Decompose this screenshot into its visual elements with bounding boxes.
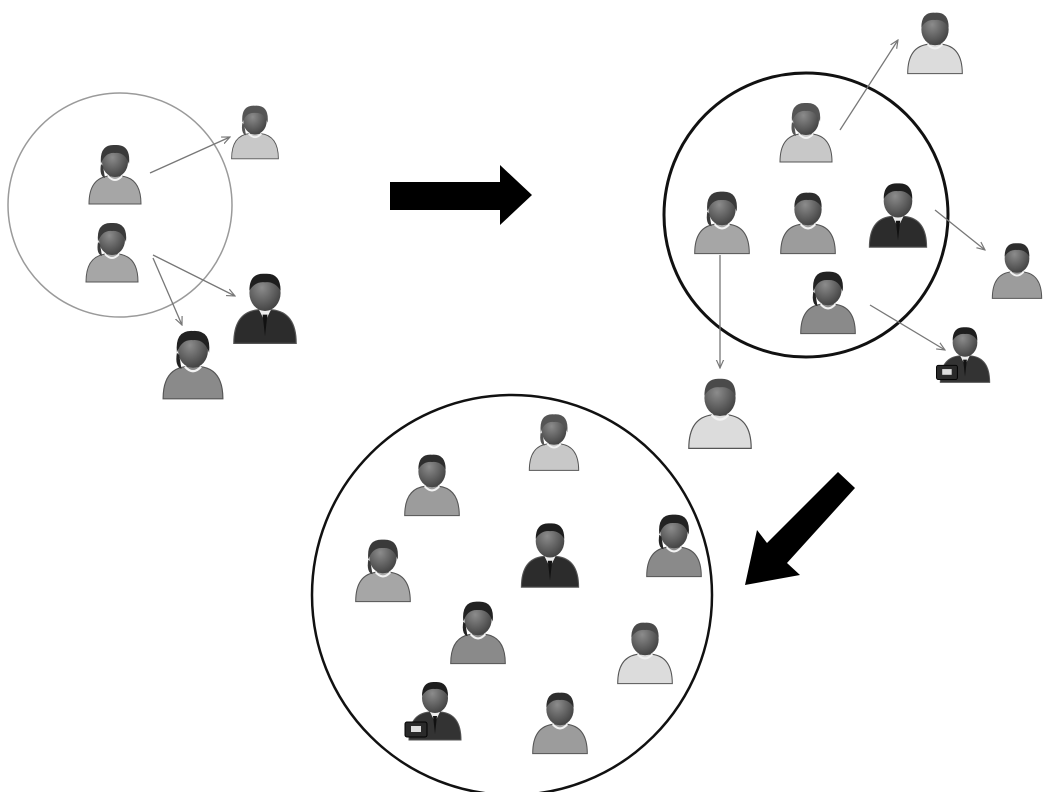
right-arrow: [390, 165, 532, 225]
people: [85, 12, 1043, 755]
person-icon: [233, 273, 297, 345]
connector-arrow: [839, 40, 898, 131]
person-icon: [907, 12, 963, 75]
person-icon: [528, 414, 580, 471]
person-icon: [404, 454, 460, 517]
person-icon: [868, 183, 928, 248]
person-icon: [162, 330, 224, 400]
person-icon: [800, 271, 856, 335]
person-icon: [404, 681, 462, 741]
person-icon: [779, 102, 833, 163]
down-left-arrow: [745, 472, 855, 585]
person-icon: [355, 539, 411, 603]
person-icon: [85, 222, 139, 283]
initial-network-circle: [7, 92, 233, 318]
person-icon: [532, 692, 588, 755]
person-icon: [88, 144, 142, 205]
connector-arrow: [869, 304, 945, 350]
expanded-network-circle: [662, 71, 950, 359]
person-icon: [936, 327, 991, 383]
connector-arrow: [152, 257, 182, 325]
person-icon: [646, 514, 702, 578]
person-icon: [520, 523, 580, 588]
connector-arrow: [149, 137, 230, 174]
connector-arrows: [149, 40, 985, 368]
person-icon: [688, 378, 752, 450]
person-icon: [694, 191, 750, 255]
transition-arrows: [390, 165, 855, 585]
person-icon: [231, 105, 279, 160]
person-icon: [991, 243, 1043, 299]
person-icon: [450, 601, 506, 665]
grown-network-circle: [310, 393, 714, 792]
person-icon: [617, 622, 673, 685]
person-icon: [780, 192, 836, 255]
connector-arrow: [934, 209, 985, 250]
connector-arrow: [152, 254, 235, 296]
group-circles: [7, 71, 950, 792]
